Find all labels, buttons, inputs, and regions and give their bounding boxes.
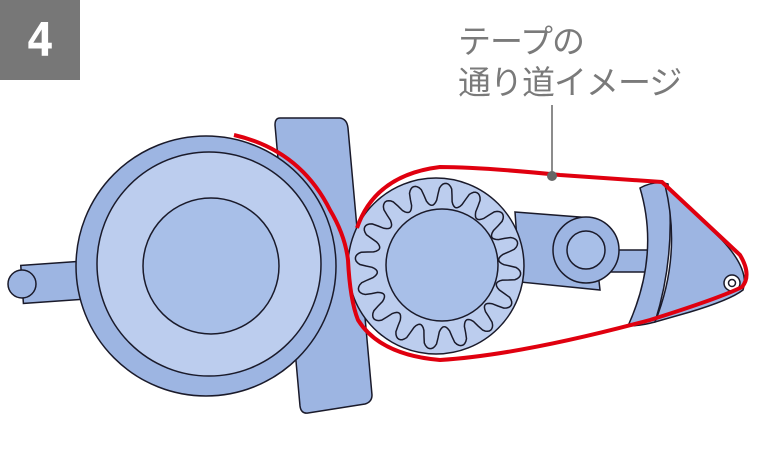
- leader-dot: [547, 171, 557, 181]
- cutter-head: [653, 182, 746, 324]
- tape-path: [233, 133, 749, 362]
- transfer-gear: [347, 177, 525, 355]
- tape-reel: [75, 135, 337, 397]
- axle: [7, 259, 95, 305]
- cutter-arm: [514, 181, 746, 327]
- label-line-2: 通り道イメージ: [458, 63, 682, 102]
- label-line-1: テープの: [458, 22, 585, 61]
- step-badge: 4: [0, 0, 80, 80]
